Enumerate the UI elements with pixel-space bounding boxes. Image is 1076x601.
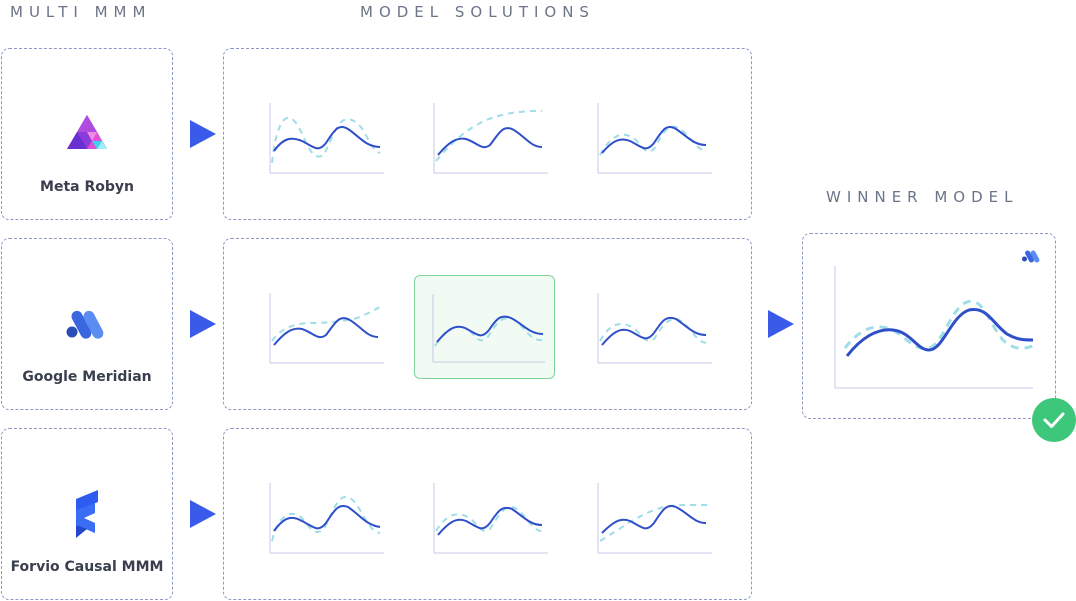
winner-model-card[interactable] [802, 233, 1056, 419]
model-solutions-heading: MODEL SOLUTIONS [360, 3, 595, 21]
arrow-right-icon [190, 500, 216, 528]
winner-chart [833, 264, 1039, 396]
solution-chart-card[interactable] [262, 473, 388, 565]
google-meridian-logo-icon [1021, 248, 1043, 263]
solution-chart-card[interactable] [426, 473, 552, 565]
source-box-meta-robyn: Meta Robyn [1, 48, 173, 220]
solution-chart-card[interactable] [426, 93, 552, 185]
source-box-google-meridian: Google Meridian [1, 238, 173, 410]
source-box-forvio: Forvio Causal MMM [1, 428, 173, 600]
solution-chart-card[interactable] [590, 93, 716, 185]
multi-mmm-heading: MULTI MMM [10, 3, 152, 21]
source-label-google-meridian: Google Meridian [22, 369, 152, 385]
solutions-box-meta-robyn [223, 48, 752, 220]
source-label-meta-robyn: Meta Robyn [40, 179, 134, 195]
solution-chart-card[interactable] [262, 283, 388, 375]
solutions-box-forvio [223, 428, 752, 600]
solution-chart-card[interactable] [590, 283, 716, 375]
winner-model-heading: WINNER MODEL [826, 188, 1019, 206]
solution-chart-card[interactable] [262, 93, 388, 185]
meta-robyn-logo-icon [63, 113, 111, 153]
google-meridian-logo-icon [63, 303, 111, 343]
solution-chart-card[interactable] [590, 473, 716, 565]
selected-solution-chart-card[interactable] [414, 275, 555, 379]
check-icon [1032, 398, 1076, 442]
source-label-forvio: Forvio Causal MMM [10, 559, 164, 575]
arrow-right-icon [190, 310, 216, 338]
arrow-right-icon [768, 310, 794, 338]
solutions-box-google-meridian [223, 238, 752, 410]
forvio-logo-icon [63, 489, 111, 539]
arrow-right-icon [190, 120, 216, 148]
